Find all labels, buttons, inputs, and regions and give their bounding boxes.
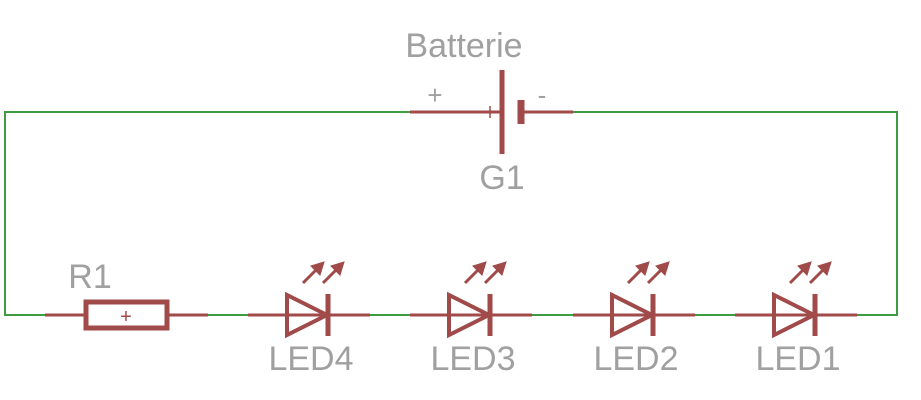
led-label: LED1 [755, 340, 840, 378]
led-emission-arrow-head [797, 261, 812, 276]
led-label: LED4 [268, 340, 353, 378]
led-emission-arrow-head [330, 261, 345, 276]
battery-plus-label: + [427, 80, 442, 110]
resistor-name-label: R1 [68, 258, 111, 296]
resistor-origin-mark: + [120, 306, 132, 328]
led-label: LED2 [593, 340, 678, 378]
led-emission-arrow-head [635, 261, 650, 276]
led-led1: LED1 [735, 261, 857, 378]
resistor-r1: R1 + [45, 258, 208, 331]
battery-minus-label: - [538, 80, 547, 110]
led-triangle [772, 291, 819, 339]
led-triangle [447, 291, 494, 339]
wire-top-left [4, 111, 410, 316]
led-emission-arrow-head [655, 261, 670, 276]
battery-value-label: Batterie [405, 27, 522, 65]
battery-g1: Batterie + - G1 [405, 27, 573, 197]
led-emission-arrow-head [472, 261, 487, 276]
battery-name-label: G1 [479, 159, 524, 197]
led-led3: LED3 [410, 261, 532, 378]
led-triangle [610, 291, 657, 339]
wires [4, 111, 898, 316]
led-emission-arrow-head [817, 261, 832, 276]
led-emission-arrow-head [310, 261, 325, 276]
led-group: LED4 LED3 LED2 LED1 [248, 261, 857, 378]
wire-top-right [573, 111, 898, 316]
led-led4: LED4 [248, 261, 370, 378]
led-emission-arrow-head [492, 261, 507, 276]
led-led2: LED2 [573, 261, 695, 378]
led-label: LED3 [430, 340, 515, 378]
led-triangle [285, 291, 332, 339]
